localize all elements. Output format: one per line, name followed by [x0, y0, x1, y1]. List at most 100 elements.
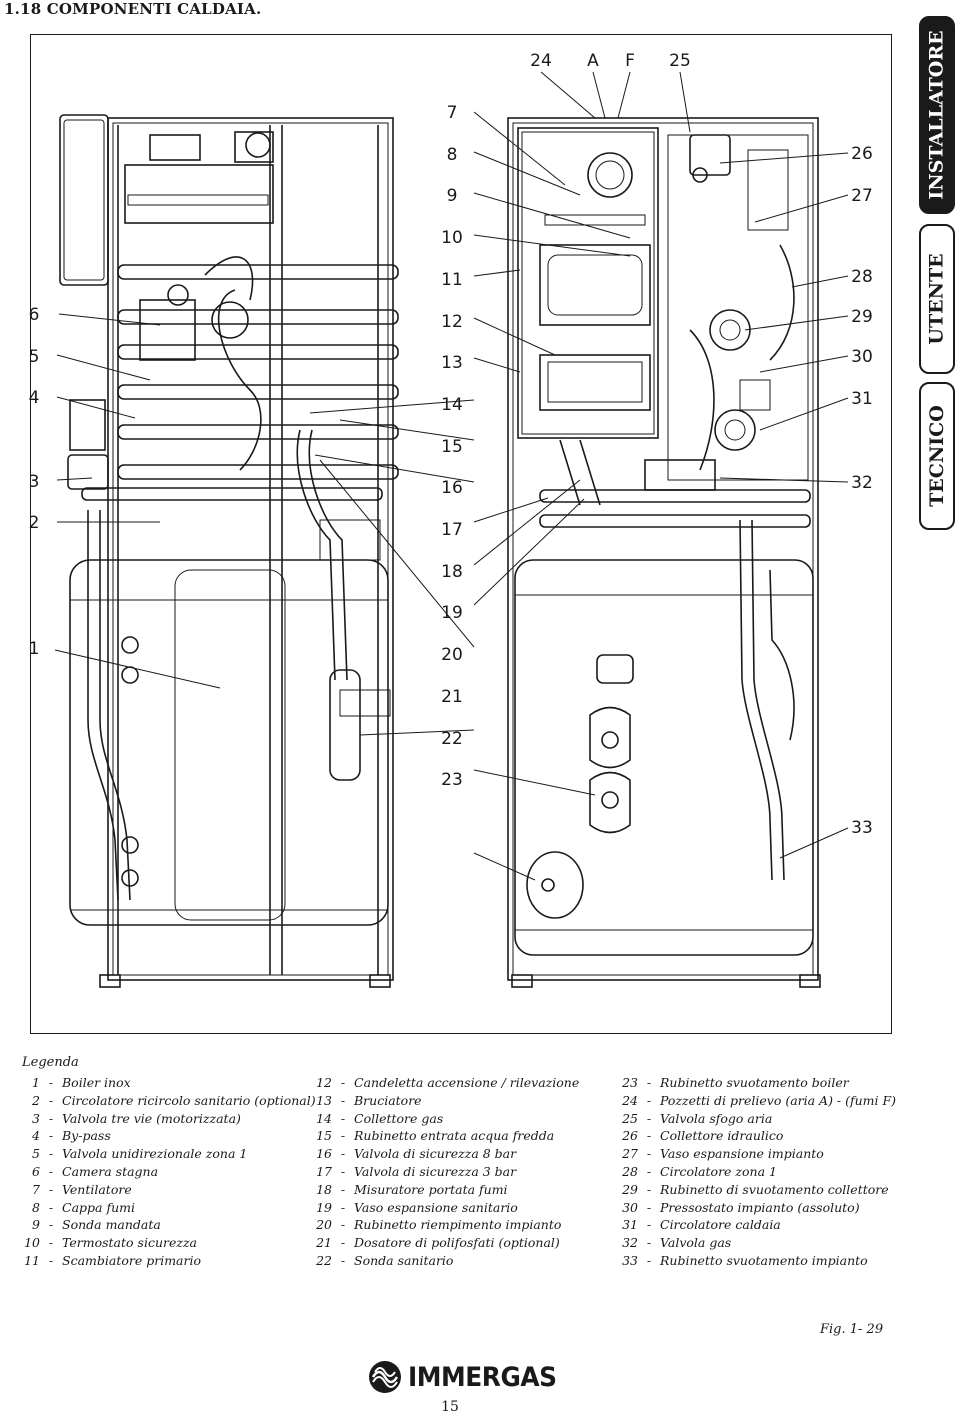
legend-item: 7-Ventilatore	[10, 1181, 316, 1199]
legend-item-text: By-pass	[62, 1128, 111, 1144]
legend-item-text: Sonda mandata	[62, 1217, 161, 1233]
legend-item-text: Circolatore zona 1	[660, 1163, 777, 1179]
legend-item-number: 23	[622, 1075, 638, 1090]
legend-item-number: 27	[622, 1146, 638, 1162]
callout-24: 24	[530, 51, 552, 71]
boiler-components-diagram: 654321789101112131415161718192021222324A…	[29, 51, 873, 988]
legend-item-text: Valvola tre vie (motorizzata)	[62, 1110, 241, 1126]
legend-item-number: 20	[316, 1217, 332, 1233]
callout-9: 9	[447, 186, 458, 206]
legend-item-separator: -	[48, 1252, 54, 1268]
tab-utente[interactable]: UTENTE	[919, 224, 955, 374]
legend-item: 8-Cappa fumi	[10, 1199, 316, 1217]
callout-28: 28	[851, 267, 873, 287]
legend-item-number: 12	[316, 1075, 332, 1090]
page-heading: 1.18 COMPONENTI CALDAIA.	[4, 0, 262, 18]
legend-item-text: Rubinetto svuotamento boiler	[660, 1075, 849, 1090]
legend-item: 9-Sonda mandata	[10, 1216, 316, 1234]
legend-item-number: 28	[622, 1163, 638, 1179]
legend-item-number: 14	[316, 1110, 332, 1126]
legend-item-separator: -	[340, 1146, 346, 1162]
legend-item-number: 21	[316, 1235, 332, 1251]
legend-item-text: Cappa fumi	[62, 1199, 135, 1215]
legend-item: 33-Rubinetto svuotamento impianto	[608, 1252, 896, 1270]
legend-item-number: 7	[32, 1181, 40, 1197]
legend-item: 31-Circolatore caldaia	[608, 1216, 896, 1234]
callout-13: 13	[441, 353, 463, 373]
legend-item-text: Valvola unidirezionale zona 1	[62, 1146, 248, 1162]
legend-item-text: Circolatore caldaia	[660, 1217, 781, 1233]
legend-item-separator: -	[646, 1252, 652, 1268]
legend-item-number: 3	[32, 1110, 40, 1126]
legend-item-number: 5	[32, 1146, 40, 1162]
legend-item: 12-Candeletta accensione / rilevazione	[302, 1074, 579, 1092]
legend-item-separator: -	[646, 1199, 652, 1215]
legend-item-number: 2	[32, 1092, 40, 1108]
legend-item-text: Rubinetto entrata acqua fredda	[354, 1128, 555, 1144]
legend-item-number: 29	[622, 1181, 638, 1197]
legend-item: 22-Sonda sanitario	[302, 1252, 579, 1270]
legend-item-text: Ventilatore	[62, 1181, 132, 1197]
tab-tecnico[interactable]: TECNICO	[919, 382, 955, 530]
tab-tecnico-label: TECNICO	[926, 405, 949, 507]
callout-a: A	[587, 51, 599, 71]
legend-item: 21-Dosatore di polifosfati (optional)	[302, 1234, 579, 1252]
legend-item-number: 16	[316, 1146, 332, 1162]
legend-item-separator: -	[646, 1092, 652, 1108]
legend-item: 23-Rubinetto svuotamento boiler	[608, 1074, 896, 1092]
legend-item: 3-Valvola tre vie (motorizzata)	[10, 1110, 316, 1128]
legend-item-separator: -	[340, 1110, 346, 1126]
legend-item-number: 9	[32, 1217, 40, 1233]
legend-item-number: 26	[622, 1128, 638, 1144]
legend-item: 28-Circolatore zona 1	[608, 1163, 896, 1181]
legend-item-separator: -	[646, 1181, 652, 1197]
callout-5: 5	[29, 347, 40, 367]
legend-item-separator: -	[340, 1252, 346, 1268]
callout-17: 17	[441, 520, 463, 540]
callout-19: 19	[441, 603, 463, 623]
legend-item-separator: -	[340, 1075, 346, 1090]
legend-item-number: 15	[316, 1128, 332, 1144]
legend-item-separator: -	[340, 1199, 346, 1215]
legend-item-separator: -	[48, 1092, 54, 1108]
legend-item-text: Vaso espansione sanitario	[354, 1199, 518, 1215]
callout-32: 32	[851, 473, 873, 493]
callout-16: 16	[441, 478, 463, 498]
legend-item-number: 24	[622, 1092, 638, 1108]
legend-item-number: 4	[32, 1128, 40, 1144]
legend-item: 5-Valvola unidirezionale zona 1	[10, 1145, 316, 1163]
legend-item: 15-Rubinetto entrata acqua fredda	[302, 1127, 579, 1145]
legend-item-text: Misuratore portata fumi	[354, 1181, 508, 1197]
legend-item-separator: -	[646, 1075, 652, 1090]
legend-item-text: Rubinetto svuotamento impianto	[660, 1252, 868, 1268]
legend-item: 26-Collettore idraulico	[608, 1127, 896, 1145]
callout-31: 31	[851, 389, 873, 409]
legend-item-separator: -	[646, 1128, 652, 1144]
legend-item: 18-Misuratore portata fumi	[302, 1181, 579, 1199]
legend-item: 2-Circolatore ricircolo sanitario (optio…	[10, 1092, 316, 1110]
legend-item-text: Scambiatore primario	[62, 1252, 201, 1268]
callout-1: 1	[29, 639, 40, 659]
callout-30: 30	[851, 347, 873, 367]
legend-item-separator: -	[340, 1092, 346, 1108]
legend-item-number: 22	[316, 1252, 332, 1268]
legend-item-text: Circolatore ricircolo sanitario (optiona…	[62, 1092, 316, 1108]
legend-item-text: Candeletta accensione / rilevazione	[354, 1075, 580, 1090]
tab-utente-label: UTENTE	[926, 253, 948, 345]
figure-label: Fig. 1- 29	[820, 1322, 884, 1337]
page-number: 15	[441, 1399, 459, 1415]
legend-item: 10-Termostato sicurezza	[10, 1234, 316, 1252]
callout-6: 6	[29, 305, 40, 325]
callout-10: 10	[441, 228, 463, 248]
callout-26: 26	[851, 144, 873, 164]
callout-3: 3	[29, 472, 40, 492]
callout-20: 20	[441, 645, 463, 665]
legend-item-separator: -	[48, 1110, 54, 1126]
legend-item-separator: -	[340, 1235, 346, 1251]
callout-29: 29	[851, 307, 873, 327]
legend-item: 27-Vaso espansione impianto	[608, 1145, 896, 1163]
tab-installatore[interactable]: INSTALLATORE	[919, 16, 955, 214]
legend-item-number: 33	[622, 1252, 638, 1268]
legend-item-separator: -	[340, 1217, 346, 1233]
